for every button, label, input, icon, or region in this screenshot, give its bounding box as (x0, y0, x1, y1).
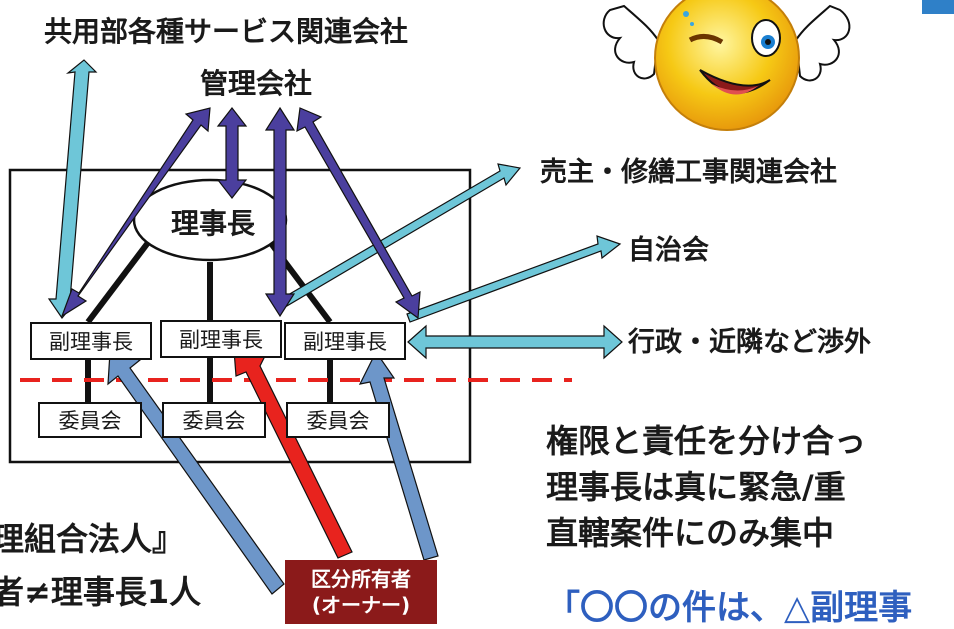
vice-chair-box-1: 副理事長 (30, 322, 152, 360)
residents-association-label: 自治会 (628, 235, 709, 266)
light-arrow-residents (406, 235, 622, 323)
blue-arrow-right (358, 350, 439, 561)
organization-frame (8, 168, 472, 464)
management-company-label: 管理会社 (200, 67, 313, 100)
org-connector-lines (85, 238, 333, 402)
left-cut-text-1: 理組合法人』 (0, 520, 185, 558)
light-arrows (47, 59, 623, 360)
committee-box-3: 委員会 (286, 402, 390, 438)
dark-arrows (60, 106, 421, 320)
point-line-2: 理事長は真に緊急/重 (546, 468, 846, 506)
dark-arrow-right (296, 107, 421, 320)
owner-sub-label: (オーナー) (311, 593, 411, 617)
dark-arrow-center (264, 106, 296, 318)
point-line-1: 権限と責任を分け合っ (546, 422, 867, 460)
left-cut-text-2: 者≠理事長1人 (0, 573, 202, 611)
committee-box-1: 委員会 (38, 402, 142, 438)
vice-chair-box-3: 副理事長 (284, 322, 406, 360)
vice-chair-box-2: 副理事長 (160, 320, 282, 358)
quote-text: 「〇〇の件は、△副理事 (546, 588, 913, 628)
light-arrow-companies (47, 59, 98, 319)
thumbs-up-emoji-icon (602, 0, 851, 131)
sellers-label: 売主・修繕工事関連会社 (540, 157, 837, 188)
blue-arrow-left (107, 351, 285, 595)
owner-box: 区分所有者 (オーナー) (285, 560, 437, 624)
dark-arrow-left (60, 107, 211, 318)
light-arrow-external (407, 324, 623, 360)
chairman-label: 理事長 (171, 207, 256, 240)
point-line-3: 直轄案件にのみ集中 (546, 514, 835, 552)
committee-box-2: 委員会 (162, 402, 266, 438)
external-relations-label: 行政・近隣など渉外 (628, 327, 871, 358)
slide-corner-tab (922, 0, 954, 14)
related-companies-label: 共用部各種サービス関連会社 (44, 15, 409, 48)
dark-arrow-chairman (216, 107, 248, 199)
owner-label: 区分所有者 (311, 567, 411, 591)
